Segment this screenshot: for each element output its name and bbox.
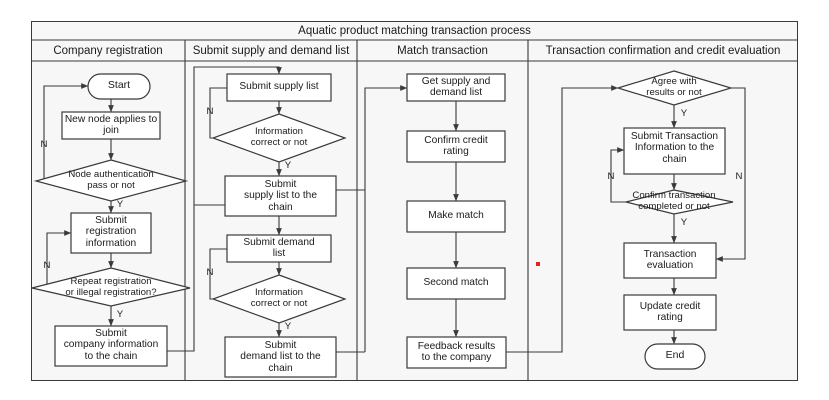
node-make-match[interactable] bbox=[407, 201, 505, 232]
node-submit-demand-list-shape bbox=[226, 234, 332, 263]
node-get-supply-and-demand-list[interactable] bbox=[407, 74, 505, 101]
node-agree-with-results-or-not[interactable] bbox=[618, 71, 731, 105]
node-submit-demand-list-to-the-chain-shape bbox=[224, 336, 337, 378]
node-submit-supply-list-to-the-chain[interactable] bbox=[225, 176, 336, 216]
node-submit-transaction-information-shape bbox=[623, 127, 726, 175]
node-submit-registration-information-shape bbox=[70, 212, 152, 254]
node-submit-supply-list[interactable] bbox=[227, 74, 331, 101]
node-submit-demand-list[interactable] bbox=[227, 235, 331, 262]
node-second-match-shape bbox=[406, 267, 506, 300]
node-submit-supply-list-shape bbox=[226, 73, 332, 102]
node-repeat-or-illegal-registration-shape bbox=[31, 267, 191, 307]
node-repeat-or-illegal-registration[interactable] bbox=[32, 268, 190, 306]
node-second-match[interactable] bbox=[407, 268, 505, 299]
node-node-authentication-pass-or-not[interactable] bbox=[36, 160, 186, 201]
node-feedback-results-to-the-company-shape bbox=[406, 336, 507, 369]
node-new-node-applies-to-join[interactable] bbox=[62, 112, 160, 139]
node-new-node-applies-to-join-shape bbox=[61, 111, 161, 140]
node-submit-registration-information[interactable] bbox=[71, 213, 151, 253]
node-start-shape bbox=[87, 73, 151, 100]
node-supply-information-correct-or-not[interactable] bbox=[213, 114, 345, 162]
edges-match-transaction bbox=[336, 85, 459, 353]
red-marker-dot bbox=[536, 262, 540, 266]
node-demand-information-correct-or-not-shape bbox=[211, 274, 347, 324]
edges-confirmation-evaluation bbox=[506, 85, 746, 353]
node-get-supply-and-demand-list-shape bbox=[406, 73, 506, 102]
node-update-credit-rating[interactable] bbox=[624, 295, 716, 330]
node-transaction-evaluation-shape bbox=[623, 242, 717, 279]
node-demand-information-correct-or-not[interactable] bbox=[213, 275, 345, 323]
node-transaction-evaluation[interactable] bbox=[624, 243, 716, 278]
node-node-authentication-pass-or-not-shape bbox=[33, 159, 189, 202]
node-start[interactable] bbox=[88, 74, 150, 99]
node-confirm-credit-rating[interactable] bbox=[407, 131, 505, 162]
node-confirm-credit-rating-shape bbox=[406, 130, 506, 163]
node-submit-company-information-to-the-chain[interactable] bbox=[55, 326, 167, 366]
node-end[interactable] bbox=[645, 344, 705, 369]
node-make-match-shape bbox=[406, 200, 506, 233]
node-submit-demand-list-to-the-chain[interactable] bbox=[225, 337, 336, 377]
node-submit-company-information-shape bbox=[54, 325, 168, 367]
node-agree-with-results-or-not-shape bbox=[615, 70, 734, 106]
node-submit-supply-list-to-the-chain-shape bbox=[224, 175, 337, 217]
node-confirm-transaction-completed-or-not-shape bbox=[625, 189, 734, 215]
node-end-shape bbox=[644, 343, 706, 370]
node-submit-transaction-information-to-the-chain[interactable] bbox=[624, 128, 725, 174]
node-supply-information-correct-or-not-shape bbox=[211, 113, 347, 163]
node-feedback-results-to-the-company[interactable] bbox=[407, 337, 506, 368]
node-update-credit-rating-shape bbox=[623, 294, 717, 331]
node-confirm-transaction-completed-or-not[interactable] bbox=[626, 190, 733, 214]
